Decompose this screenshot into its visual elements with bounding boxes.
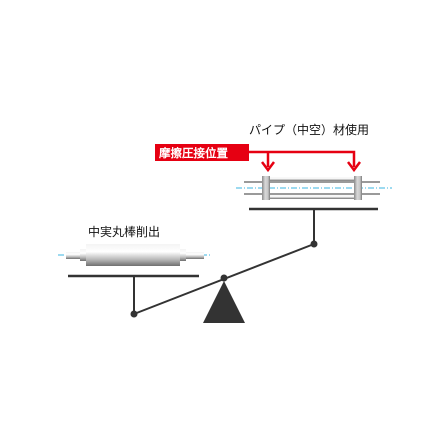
down-arrow-icon: [261, 161, 275, 173]
solid-bar-label: 中実丸棒削出: [88, 224, 160, 239]
pipe-label: パイプ（中空）材使用: [249, 122, 369, 137]
pipe-part: [236, 176, 392, 200]
lever-right-end: [310, 240, 318, 248]
lever-left-end: [130, 310, 138, 318]
down-arrow-icon: [347, 161, 361, 173]
left-pan: [68, 274, 199, 312]
solid-bar-part: [58, 244, 212, 266]
fulcrum-icon: [203, 281, 245, 323]
friction-weld-label-bg: [155, 144, 249, 161]
lever-pivot: [220, 274, 228, 282]
right-pan: [249, 207, 378, 242]
friction-weld-label: 摩擦圧接位置: [159, 146, 228, 160]
friction-weld-marker: 摩擦圧接位置: [155, 144, 361, 173]
